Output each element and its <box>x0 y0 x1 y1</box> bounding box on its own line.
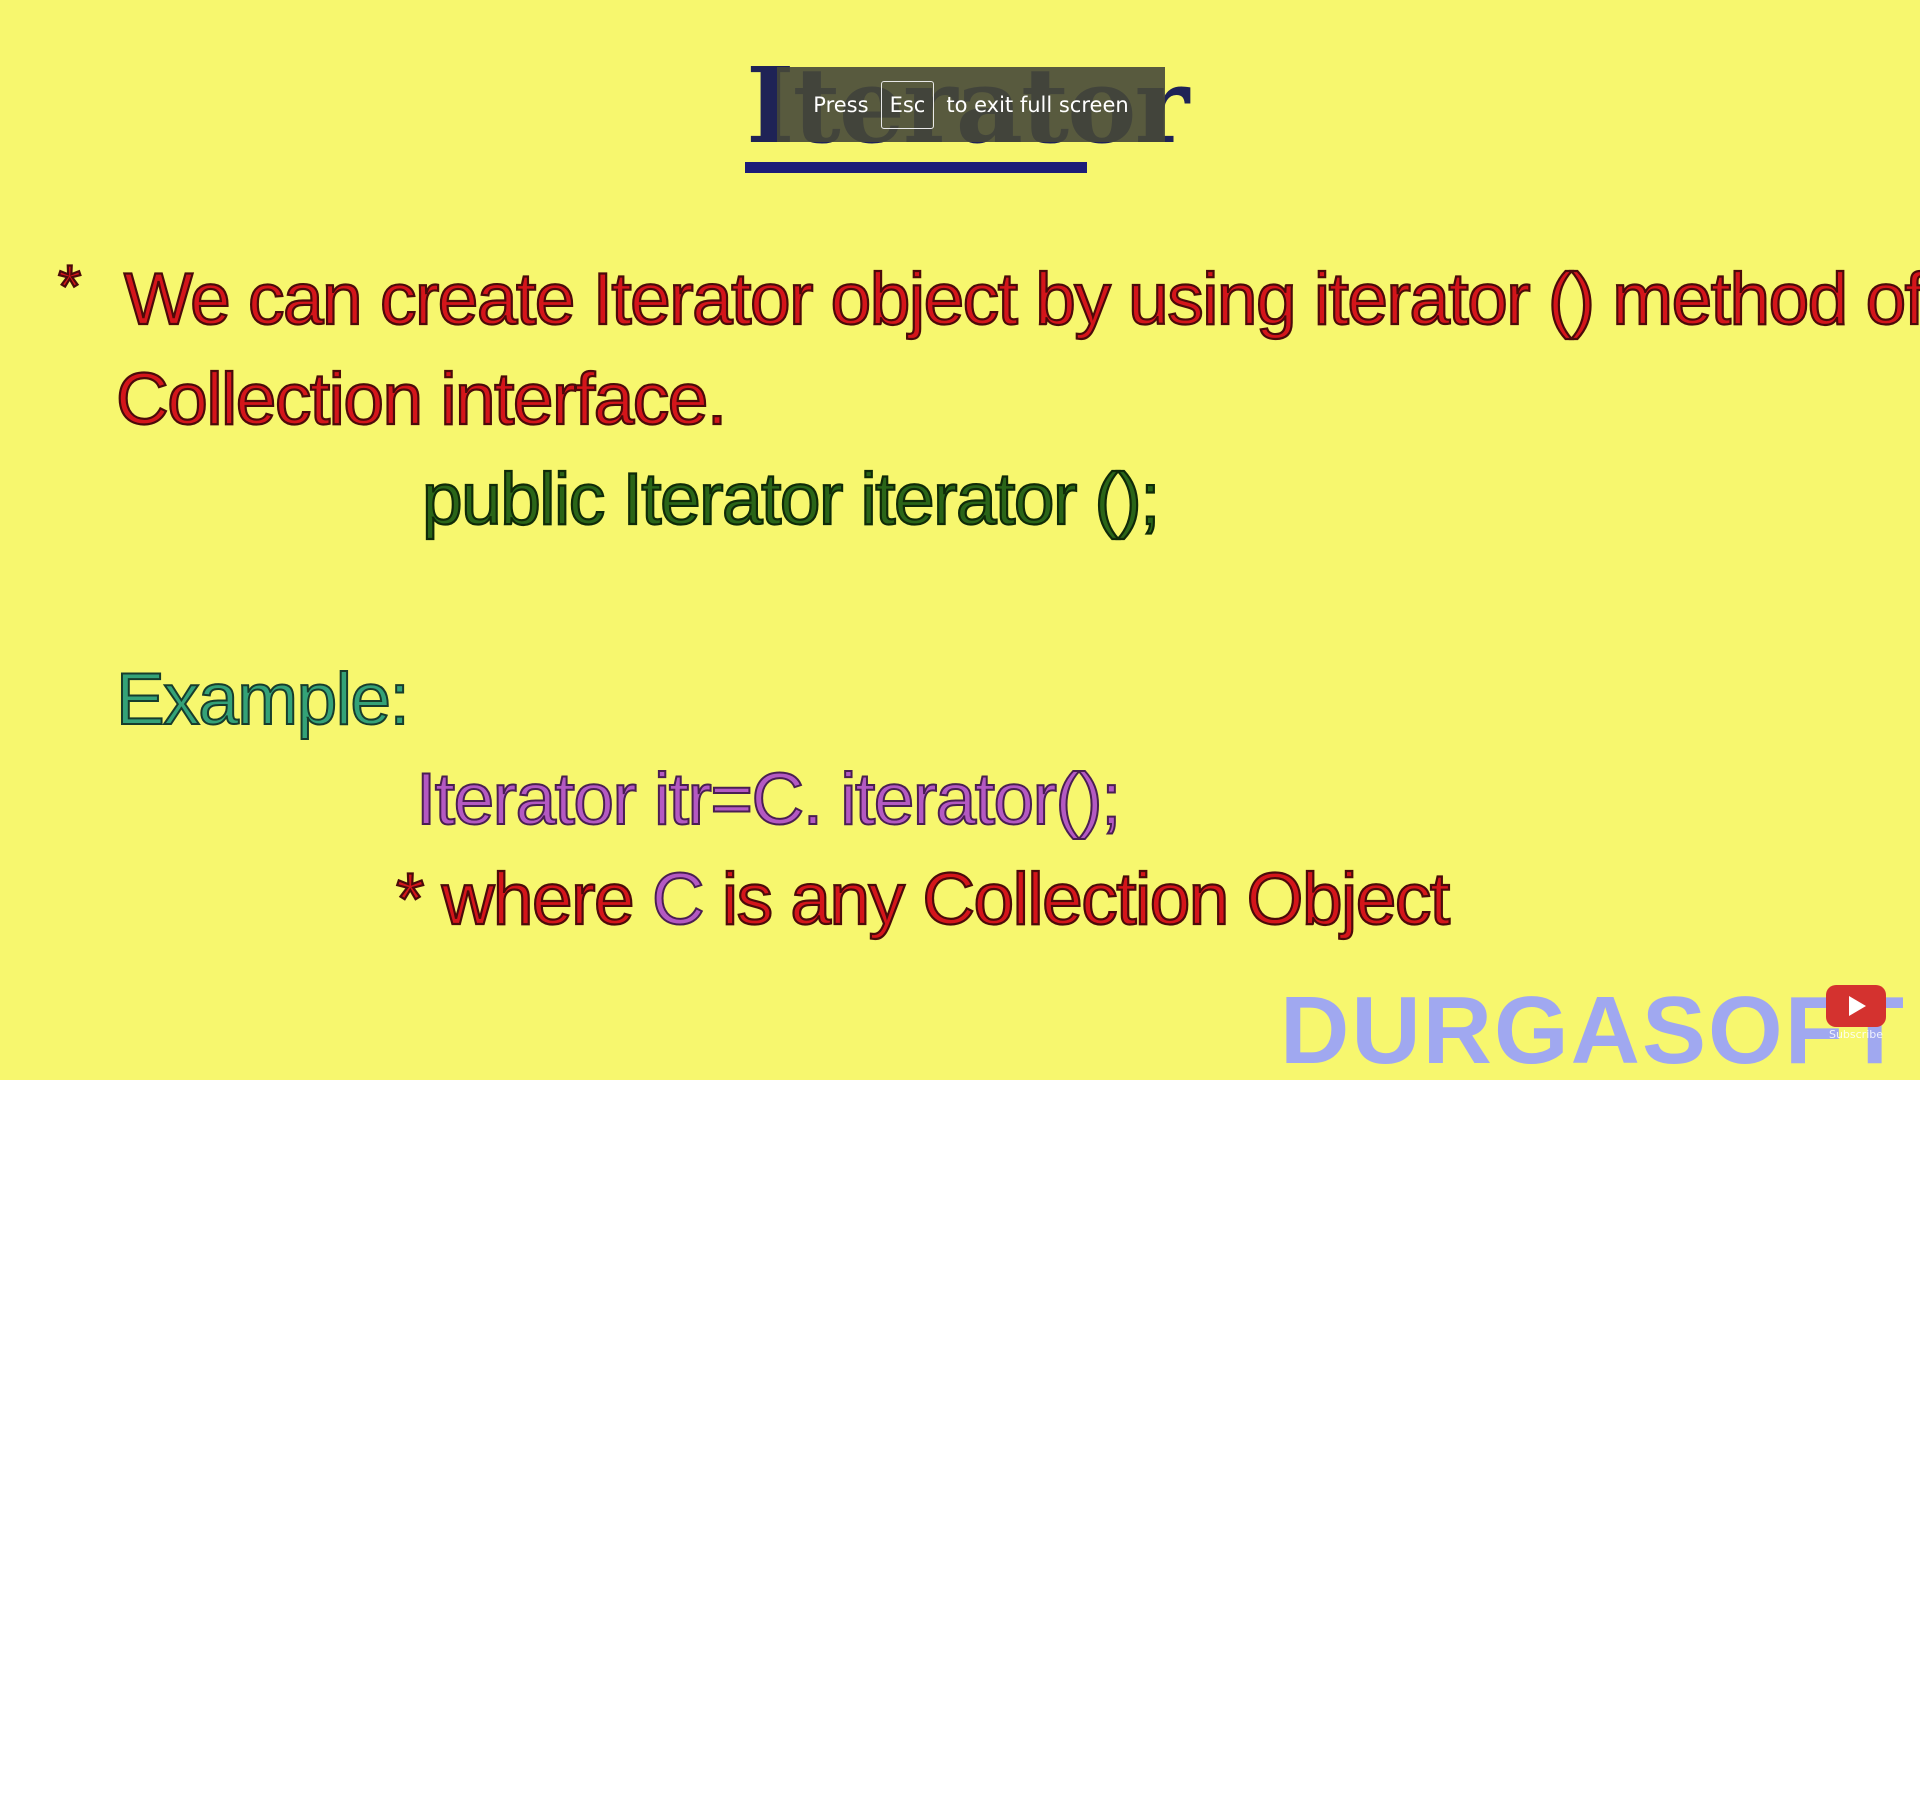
note-c-variable: C <box>651 858 706 941</box>
youtube-subscribe-button[interactable] <box>1826 985 1886 1027</box>
fullscreen-press-text: Press <box>813 92 869 117</box>
title-underline <box>745 162 1087 173</box>
method-signature: public Iterator iterator (); <box>421 458 1162 541</box>
subscribe-label[interactable]: Subscribe <box>1828 1028 1884 1041</box>
example-code: Iterator itr=C. iterator(); <box>415 758 1122 841</box>
description-line-2: Collection interface. <box>115 358 728 441</box>
fullscreen-exit-notice: Press Esc to exit full screen <box>777 67 1165 142</box>
bullet-marker: * <box>57 252 83 321</box>
note-where: where <box>441 858 636 941</box>
play-icon <box>1849 996 1866 1016</box>
esc-key-badge: Esc <box>880 80 935 129</box>
fullscreen-rest-text: to exit full screen <box>946 92 1129 117</box>
note-rest: is any Collection Object <box>721 858 1451 941</box>
note-star: * <box>395 858 426 941</box>
example-note: * where C is any Collection Object <box>395 856 1451 944</box>
description-line-1: We can create Iterator object by using i… <box>123 258 1920 341</box>
example-label: Example: <box>115 658 411 741</box>
durgasoft-watermark: DURGASOFT <box>1280 977 1906 1080</box>
presentation-slide: Iterator * We can create Iterator object… <box>0 0 1920 1080</box>
blank-area <box>0 1080 1920 1803</box>
